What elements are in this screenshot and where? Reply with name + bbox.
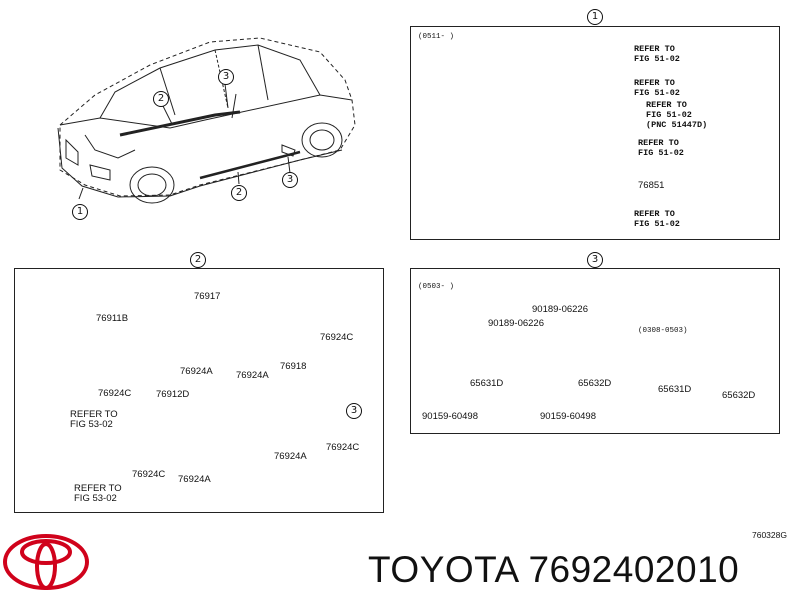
part-90189-b: 90189-06226: [488, 318, 544, 329]
part-76911b: 76911B: [96, 313, 129, 324]
callout-3-car-low: 3: [282, 172, 298, 188]
rear-header-sub: (0308-0503): [638, 327, 688, 335]
rear-brackets-panel: [410, 268, 780, 434]
part-65632d-2: 65632D: [722, 390, 756, 401]
pnc-51447d: (PNC 51447D): [646, 120, 708, 130]
rocker-panel: [14, 268, 384, 513]
part-90159-a: 90159-60498: [422, 411, 478, 422]
fig-53-02-1: FIG 53-02: [70, 419, 113, 430]
part-76918: 76918: [280, 361, 307, 372]
part-90189-a: 90189-06226: [532, 304, 588, 315]
refer-to-53-1: REFER TO: [70, 409, 118, 420]
brand-name: TOYOTA: [368, 549, 518, 590]
fig-51-02-2: FIG 51-02: [634, 88, 680, 98]
part-76924a-4: 76924A: [178, 474, 211, 485]
refer-to-1: REFER TO: [634, 44, 675, 54]
part-65632d-1: 65632D: [578, 378, 612, 389]
callout-2-panel: 2: [190, 252, 206, 268]
rear-header-main: (0503- ): [418, 283, 455, 291]
part-76924a-1: 76924A: [180, 366, 213, 377]
callout-2-car: 2: [153, 91, 169, 107]
callout-1-panel: 1: [587, 9, 603, 25]
front-cover-panel: [410, 26, 780, 240]
part-76924a-2: 76924A: [236, 370, 269, 381]
part-76924a-3: 76924A: [274, 451, 307, 462]
brand-title: TOYOTA 7692402010: [368, 548, 739, 592]
refer-to-53-2: REFER TO: [74, 483, 122, 494]
fig-53-02-2: FIG 53-02: [74, 493, 117, 504]
part-76912d: 76912D: [156, 389, 190, 400]
refer-to-3: REFER TO: [646, 100, 687, 110]
part-76924c-1: 76924C: [320, 332, 354, 343]
part-65631d-2: 65631D: [658, 384, 692, 395]
callout-1-car: 1: [72, 204, 88, 220]
callout-3-panel: 3: [587, 252, 603, 268]
part-76917: 76917: [194, 291, 221, 302]
refer-to-2: REFER TO: [634, 78, 675, 88]
part-76924c-3: 76924C: [326, 442, 360, 453]
part-65631d-1: 65631D: [470, 378, 504, 389]
part-76851: 76851: [638, 180, 665, 191]
refer-to-4: REFER TO: [638, 138, 679, 148]
part-90159-b: 90159-60498: [540, 411, 596, 422]
car-illustration: [57, 37, 356, 204]
front-header: (0511- ): [418, 33, 455, 41]
callout-3-car: 3: [218, 69, 234, 85]
refer-to-5: REFER TO: [634, 209, 675, 219]
part-number: 7692402010: [528, 549, 740, 590]
drawing-code: 760328G: [752, 530, 787, 540]
fig-51-02-5: FIG 51-02: [634, 219, 680, 229]
callout-2-car-low: 2: [231, 185, 247, 201]
fig-51-02-1: FIG 51-02: [634, 54, 680, 64]
part-76924c-4: 76924C: [132, 469, 166, 480]
fig-51-02-3: FIG 51-02: [646, 110, 692, 120]
callout-3-rocker: 3: [346, 403, 362, 419]
part-76924c-2: 76924C: [98, 388, 132, 399]
fig-51-02-4: FIG 51-02: [638, 148, 684, 158]
